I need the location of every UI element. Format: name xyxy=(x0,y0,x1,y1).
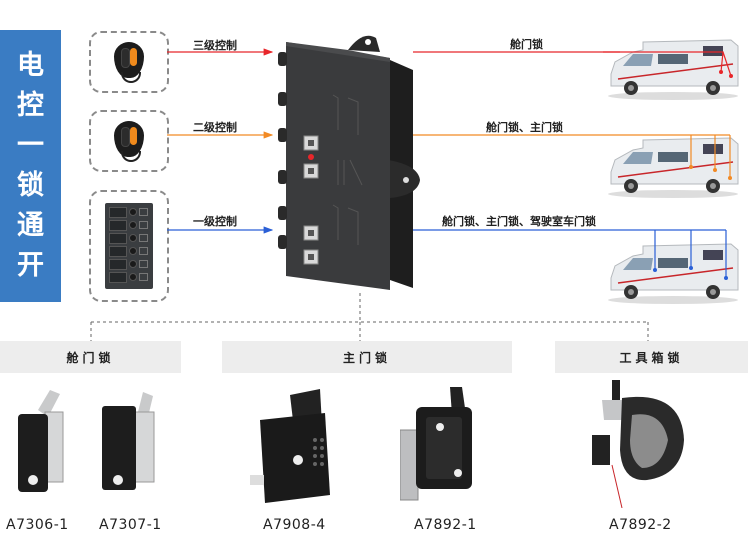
lock-image-a7307-1 xyxy=(102,392,155,490)
output-label: 舱门锁、主门锁 xyxy=(486,121,563,134)
title-char: 一 xyxy=(17,130,44,161)
lock-controller-image xyxy=(278,35,420,290)
category-header-toolbox-lock: 工具箱锁 xyxy=(555,341,748,373)
remote-fob-box-level2 xyxy=(89,110,169,172)
title-char: 通 xyxy=(17,210,44,241)
level-label: 二级控制 xyxy=(193,121,237,134)
lock-image-a7892-1 xyxy=(400,387,472,501)
title-char: 电 xyxy=(17,50,44,81)
title-char: 开 xyxy=(17,250,44,281)
switch-panel-icon xyxy=(105,203,153,289)
switch-panel-box-level1 xyxy=(89,190,169,302)
lock-image-a7908-4 xyxy=(250,389,330,503)
rv-image-level2 xyxy=(608,135,739,198)
model-label: A7306-1 xyxy=(6,517,69,533)
title-char: 控 xyxy=(17,90,44,121)
category-header-main-door-lock: 主门锁 xyxy=(222,341,512,373)
model-label: A7307-1 xyxy=(99,517,162,533)
remote-fob-icon xyxy=(114,42,144,83)
title-char: 锁 xyxy=(17,170,44,201)
title-panel: 电 控 一 锁 通 开 xyxy=(0,30,61,302)
rv-image-level3 xyxy=(603,39,739,100)
level-label: 一级控制 xyxy=(193,215,237,228)
remote-fob-box-level3 xyxy=(89,31,169,93)
lock-image-a7892-2 xyxy=(592,380,684,508)
remote-fob-icon xyxy=(114,121,144,162)
output-label: 舱门锁、主门锁、驾驶室车门锁 xyxy=(442,215,596,228)
level-label: 三级控制 xyxy=(193,39,237,52)
output-label: 舱门锁 xyxy=(510,38,543,51)
category-header-hatch-lock: 舱门锁 xyxy=(0,341,181,373)
model-label: A7892-2 xyxy=(609,517,672,533)
model-label: A7892-1 xyxy=(414,517,477,533)
model-label: A7908-4 xyxy=(263,517,326,533)
rv-image-level1 xyxy=(608,230,739,304)
lock-image-a7306-1 xyxy=(18,390,64,492)
